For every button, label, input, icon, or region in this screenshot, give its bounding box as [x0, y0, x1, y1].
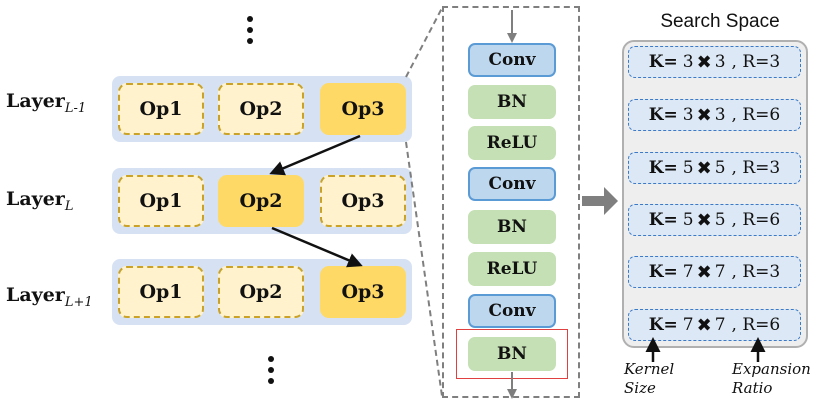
layer-current-op1[interactable]: Op1 [118, 175, 204, 227]
kernel-dim-b: 3 [714, 52, 726, 72]
block-bn-2: BN [468, 210, 556, 244]
highlight-box [456, 329, 568, 379]
block-conv-2: Conv [468, 167, 556, 201]
kernel-label: K= [648, 158, 678, 178]
block-bn-3: BN [468, 337, 556, 371]
layer-label-current: LayerL [6, 188, 73, 214]
layer-label-main: Layer [6, 90, 65, 112]
layer-next-op1[interactable]: Op1 [118, 266, 204, 318]
layer-label-sub: L+1 [64, 295, 93, 310]
layer-prev-op2[interactable]: Op2 [218, 83, 304, 135]
layer-label-sub: L-1 [64, 101, 87, 116]
kernel-dim-a: 5 [682, 210, 694, 230]
kernel-label: K= [648, 262, 678, 282]
expansion-line1: Expansion [732, 360, 811, 378]
expansion-ratio: , R=3 [731, 158, 781, 178]
kernel-dim-a: 3 [682, 105, 694, 125]
layer-label-main: Layer [6, 284, 65, 306]
block-relu-2: ReLU [468, 252, 556, 286]
search-option-1[interactable]: K=3✖3, R=3 [628, 46, 801, 78]
kernel-dim-b: 7 [714, 315, 726, 335]
block-bn-1: BN [468, 85, 556, 119]
kernel-size-note: Kernel Size [624, 360, 674, 398]
kernel-label: K= [648, 210, 678, 230]
kernel-label: K= [648, 105, 678, 125]
layer-label-main: Layer [6, 188, 65, 210]
layer-current-op2-selected[interactable]: Op2 [218, 175, 304, 227]
layer-label-next: LayerL+1 [6, 284, 93, 310]
layer-next-op3-selected[interactable]: Op3 [320, 266, 406, 318]
layer-current-op3[interactable]: Op3 [320, 175, 406, 227]
expansion-ratio: , R=6 [731, 210, 781, 230]
search-space-panel [622, 40, 808, 348]
expansion-ratio: , R=6 [731, 315, 781, 335]
layer-prev-op3-selected[interactable]: Op3 [320, 83, 406, 135]
ellipsis-bottom-icon [268, 356, 276, 389]
times-icon: ✖ [696, 209, 712, 231]
times-icon: ✖ [696, 104, 712, 126]
to-search-space-arrow [582, 187, 618, 215]
kernel-dim-b: 3 [714, 105, 726, 125]
expansion-line2: Ratio [732, 379, 773, 397]
layer-label-sub: L [64, 199, 74, 214]
ellipsis-top-icon [247, 16, 255, 49]
search-option-2[interactable]: K=3✖3, R=6 [628, 99, 801, 131]
search-option-3[interactable]: K=5✖5, R=3 [628, 152, 801, 184]
kernel-dim-b: 5 [714, 210, 726, 230]
search-option-5[interactable]: K=7✖7, R=3 [628, 256, 801, 288]
layer-next-op2[interactable]: Op2 [218, 266, 304, 318]
expansion-ratio: , R=6 [731, 105, 781, 125]
zoom-guide-top [405, 7, 443, 78]
kernel-dim-a: 7 [682, 315, 694, 335]
kernel-dim-a: 5 [682, 158, 694, 178]
expansion-ratio-note: Expansion Ratio [732, 360, 811, 398]
block-conv-3: Conv [468, 294, 556, 328]
expansion-ratio: , R=3 [731, 52, 781, 72]
layer-label-prev: LayerL-1 [6, 90, 86, 116]
kernel-dim-b: 7 [714, 262, 726, 282]
times-icon: ✖ [696, 314, 712, 336]
kernel-dim-b: 5 [714, 158, 726, 178]
expansion-ratio: , R=3 [731, 262, 781, 282]
kernel-size-line2: Size [624, 379, 656, 397]
times-icon: ✖ [696, 51, 712, 73]
kernel-label: K= [648, 52, 678, 72]
kernel-size-line1: Kernel [624, 360, 675, 378]
kernel-dim-a: 7 [682, 262, 694, 282]
layer-prev-op1[interactable]: Op1 [118, 83, 204, 135]
search-option-6[interactable]: K=7✖7, R=6 [628, 309, 801, 341]
kernel-label: K= [648, 315, 678, 335]
times-icon: ✖ [696, 157, 712, 179]
times-icon: ✖ [696, 261, 712, 283]
search-option-4[interactable]: K=5✖5, R=6 [628, 204, 801, 236]
kernel-dim-a: 3 [682, 52, 694, 72]
block-relu-1: ReLU [468, 126, 556, 160]
search-space-title: Search Space [660, 11, 780, 32]
block-conv-1: Conv [468, 43, 556, 77]
